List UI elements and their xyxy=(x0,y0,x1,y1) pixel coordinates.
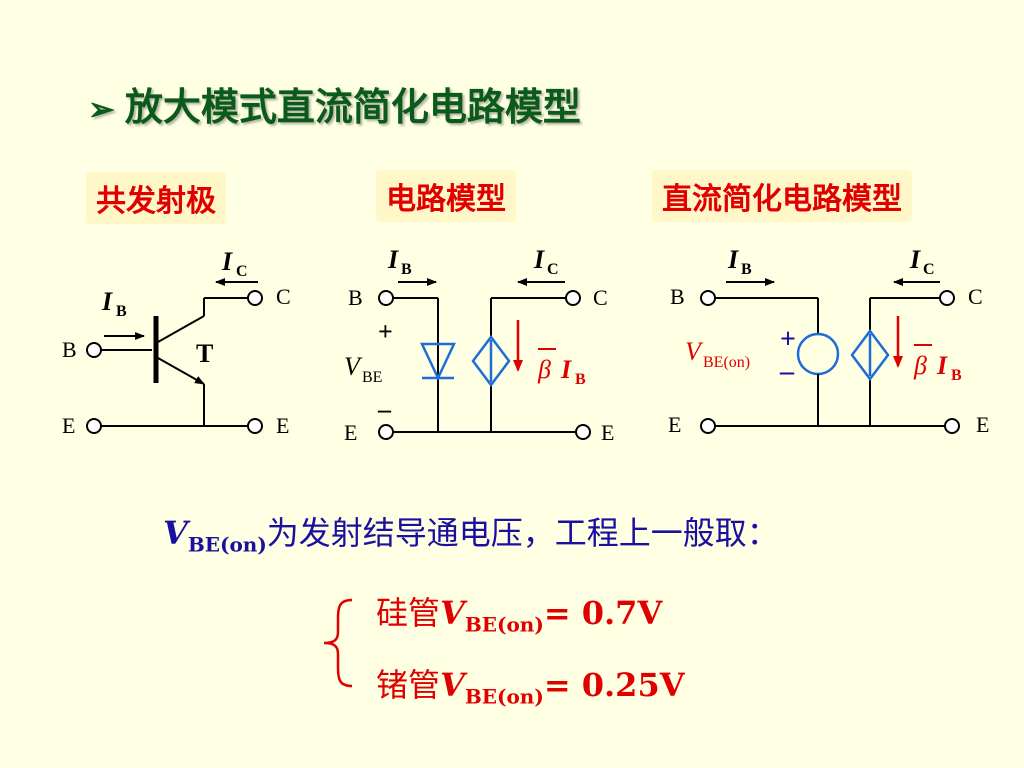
c2-node-e-left: E xyxy=(344,420,357,445)
c3-ib-label: I xyxy=(727,245,739,274)
c2-ib-label: I xyxy=(387,245,399,274)
c1-node-e-left: E xyxy=(62,413,75,438)
diode-icon xyxy=(420,342,456,381)
c3-node-e-left: E xyxy=(668,412,681,437)
c2-plus-sign: + xyxy=(378,317,393,346)
voltage-source-icon xyxy=(796,332,840,376)
c1-ib-label: I xyxy=(101,287,113,316)
silicon-v: V xyxy=(440,594,465,632)
circuit-model xyxy=(378,278,591,440)
c3-node-e-right: E xyxy=(976,412,989,437)
terminal-b xyxy=(86,342,102,358)
silicon-number: = 0.7V xyxy=(543,594,663,632)
curly-brace-icon xyxy=(323,598,353,688)
c3-beta: β xyxy=(913,351,927,380)
c2-source-sub: B xyxy=(575,371,586,388)
c2-terminal-c xyxy=(565,290,581,306)
circuit-dc-simplified xyxy=(700,278,960,434)
note-text: 为发射结导通电压，工程上一般取： xyxy=(266,514,779,552)
c1-ic-label: I xyxy=(221,247,233,276)
c2-node-b: B xyxy=(348,285,363,310)
c2-vbe-label: V xyxy=(344,352,363,381)
c3-ic-sub: C xyxy=(923,261,935,278)
emitter-arrow xyxy=(157,357,205,385)
c1-transistor-label: T xyxy=(196,339,213,368)
c2-ic-sub: C xyxy=(547,261,559,278)
collector-lead xyxy=(157,315,205,343)
terminal-e-right xyxy=(247,418,263,434)
c2-node-e-right: E xyxy=(601,420,614,445)
terminal-c xyxy=(247,290,263,306)
c3-minus-sign: – xyxy=(779,356,795,387)
page-title-text: 放大模式直流简化电路模型 xyxy=(124,84,581,129)
c2-node-c: C xyxy=(593,285,608,310)
c2-vbe-sub: BE xyxy=(362,369,382,386)
c3-ib-sub: B xyxy=(741,261,752,278)
note-v: V xyxy=(163,514,188,552)
c3-plus-sign: + xyxy=(780,324,796,355)
germanium-label: 锗管 xyxy=(376,666,441,704)
c2-source-i: I xyxy=(560,355,572,384)
c2-terminal-e-right xyxy=(575,424,591,440)
c3-terminal-e-right xyxy=(944,418,960,434)
c2-beta: β xyxy=(537,355,551,384)
c3-terminal-e-left xyxy=(700,418,716,434)
c2-ib-sub: B xyxy=(401,261,412,278)
silicon-label: 硅管 xyxy=(376,594,441,632)
label-common-emitter: 共发射极 xyxy=(86,172,226,224)
c2-ic-label: I xyxy=(533,245,545,274)
c1-ib-sub: B xyxy=(116,303,127,320)
c3-source-sub: B xyxy=(951,367,962,384)
germanium-v: V xyxy=(440,666,465,704)
note-v-sub: BE(on) xyxy=(187,532,267,557)
germanium-number: = 0.25V xyxy=(543,666,685,704)
terminal-e-left xyxy=(86,418,102,434)
c3-vbeon-label: V xyxy=(685,337,704,366)
c3-ic-label: I xyxy=(909,245,921,274)
c3-terminal-b xyxy=(700,290,716,306)
c2-minus-sign: – xyxy=(377,395,392,424)
germanium-v-sub: BE(on) xyxy=(464,684,544,709)
c3-terminal-c xyxy=(939,290,955,306)
c1-ic-sub: C xyxy=(236,263,248,280)
c1-node-c: C xyxy=(276,284,291,309)
c3-node-c: C xyxy=(968,284,983,309)
bullet-arrow-icon: ➢ xyxy=(88,90,115,128)
silicon-v-sub: BE(on) xyxy=(464,612,544,637)
germanium-value: 锗管VBE(on)= 0.25V xyxy=(376,660,685,708)
c2-terminal-b xyxy=(378,290,394,306)
c2-terminal-e-left xyxy=(378,424,394,440)
label-dc-simplified-model: 直流简化电路模型 xyxy=(652,170,912,222)
c3-node-b: B xyxy=(670,284,685,309)
c3-source-i: I xyxy=(936,351,948,380)
circuit-common-emitter xyxy=(86,278,263,434)
page-title: ➢放大模式直流简化电路模型 xyxy=(88,76,581,131)
c1-node-b: B xyxy=(62,337,77,362)
c1-node-e-right: E xyxy=(276,413,289,438)
label-circuit-model: 电路模型 xyxy=(376,170,516,222)
c3-vbeon-sub: BE(on) xyxy=(703,354,750,371)
silicon-value: 硅管VBE(on)= 0.7V xyxy=(376,588,662,636)
note-line: VBE(on)为发射结导通电压，工程上一般取： xyxy=(163,508,779,556)
